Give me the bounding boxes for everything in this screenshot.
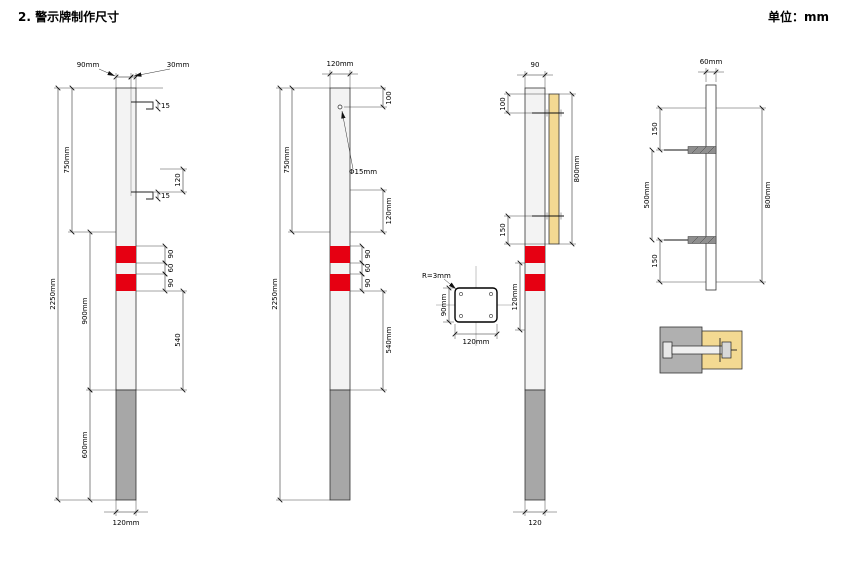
bolt-anchor xyxy=(687,236,717,244)
dim-label: 2250mm xyxy=(271,278,279,310)
figure-sign-post: 90 100 800mm 150 120mm 120 xyxy=(499,61,581,527)
warning-band-top xyxy=(330,246,350,263)
post-front-dimension-lines xyxy=(55,74,186,515)
panel-profile-dimension-labels: 60mm 150 500mm 150 800mm xyxy=(643,58,772,268)
dim-label: 30mm xyxy=(167,61,190,69)
sign-post-dimension-labels: 90 100 800mm 150 120mm 120 xyxy=(499,61,581,527)
hole-label: Φ15mm xyxy=(349,168,377,176)
sign-post-body xyxy=(524,87,564,501)
dim-label: 90mm xyxy=(440,294,448,317)
panel-edge xyxy=(705,84,717,291)
sign-panel xyxy=(548,93,560,245)
dim-label: 120mm xyxy=(327,60,354,68)
corner-radius-mark xyxy=(459,292,463,296)
figure-post-front: 90mm 30mm 15 15 750mm 120 2250mm 90 60 9… xyxy=(49,61,189,527)
panel-profile-body xyxy=(656,84,717,291)
post-shaft xyxy=(524,87,546,391)
dim-label: 2250mm xyxy=(49,278,57,310)
dim-label: 800mm xyxy=(573,155,581,182)
dim-label: 900mm xyxy=(81,297,89,324)
figure-panel-profile: 60mm 150 500mm 150 800mm xyxy=(643,58,772,291)
dim-label: 90 xyxy=(364,279,372,288)
dim-label: 15 xyxy=(161,192,170,200)
warning-band-top xyxy=(525,246,545,263)
dim-label: 750mm xyxy=(283,146,291,173)
post-buried-section xyxy=(524,389,546,501)
dim-label: 150 xyxy=(651,254,659,267)
dim-label: 120mm xyxy=(463,338,490,346)
dim-label: 800mm xyxy=(764,181,772,208)
bolt-nut xyxy=(721,341,732,359)
dim-label: 100 xyxy=(385,91,393,104)
panel-bolt-top xyxy=(532,109,564,117)
post-side-dimension-lines xyxy=(277,71,386,503)
panel-bolt-bottom xyxy=(532,212,564,220)
radius-label: R=3mm xyxy=(422,272,451,280)
dim-label: 600mm xyxy=(81,431,89,458)
bolt-shaft xyxy=(671,345,725,355)
warning-band-top xyxy=(116,246,136,263)
dim-label: 120mm xyxy=(113,519,140,527)
dim-label: 15 xyxy=(161,102,170,110)
figure-post-side: 120mm 100 750mm Φ15mm 120mm 2250mm 90 60… xyxy=(271,60,393,503)
post-buried-section xyxy=(329,389,351,501)
dim-label: 120 xyxy=(528,519,541,527)
corner-radius-mark xyxy=(489,292,493,296)
dim-label: 90 xyxy=(531,61,540,69)
post-shaft xyxy=(115,87,137,391)
tube-section xyxy=(454,287,498,323)
bolt-anchor xyxy=(687,146,717,154)
dim-label: 120 xyxy=(174,173,182,186)
bolt-head xyxy=(662,341,673,359)
mount-bolt-bottom xyxy=(656,236,717,244)
page-title: 2. 警示牌制作尺寸 xyxy=(18,10,120,24)
dim-label: 100 xyxy=(499,97,507,110)
dim-label: 150 xyxy=(499,223,507,236)
warning-band-bottom xyxy=(330,274,350,291)
dim-label: 500mm xyxy=(643,181,651,208)
sign-post-dimension-lines xyxy=(505,72,575,515)
dim-label: 120mm xyxy=(385,197,393,224)
mount-bolt-top xyxy=(656,146,717,154)
dim-label: 120mm xyxy=(511,283,519,310)
dim-label: 60 xyxy=(364,264,372,273)
dim-label: 540 xyxy=(174,333,182,346)
dim-label: 750mm xyxy=(63,146,71,173)
post-front-dimension-labels: 90mm 30mm 15 15 750mm 120 2250mm 90 60 9… xyxy=(49,61,189,527)
post-front-body xyxy=(115,87,154,501)
post-side-body xyxy=(329,87,351,501)
dim-label: 60mm xyxy=(700,58,723,66)
figure-bolt-detail xyxy=(659,326,743,374)
panel-profile-dimension-lines xyxy=(649,69,765,285)
post-shaft xyxy=(329,87,351,391)
dim-label: 60 xyxy=(167,264,175,273)
warning-band-bottom xyxy=(525,274,545,291)
figure-cross-section: R=3mm 90mm 120mm xyxy=(422,266,514,346)
anchor-hook-bottom xyxy=(131,191,154,200)
bolt-hole xyxy=(337,104,343,110)
anchor-hook-top xyxy=(131,101,154,110)
dim-label: 540mm xyxy=(385,326,393,353)
corner-radius-mark xyxy=(489,314,493,318)
dim-label: 90 xyxy=(167,279,175,288)
post-side-dimension-labels: 120mm 100 750mm Φ15mm 120mm 2250mm 90 60… xyxy=(271,60,393,354)
dim-label: 90 xyxy=(364,250,372,259)
unit-label: 单位：mm xyxy=(767,10,829,24)
dim-label: 90mm xyxy=(77,61,100,69)
radius-leader xyxy=(443,278,457,290)
dim-label: 150 xyxy=(651,122,659,135)
post-buried-section xyxy=(115,389,137,501)
dim-label: 90 xyxy=(167,250,175,259)
corner-radius-mark xyxy=(459,314,463,318)
hole-leader xyxy=(341,110,354,170)
warning-band-bottom xyxy=(116,274,136,291)
